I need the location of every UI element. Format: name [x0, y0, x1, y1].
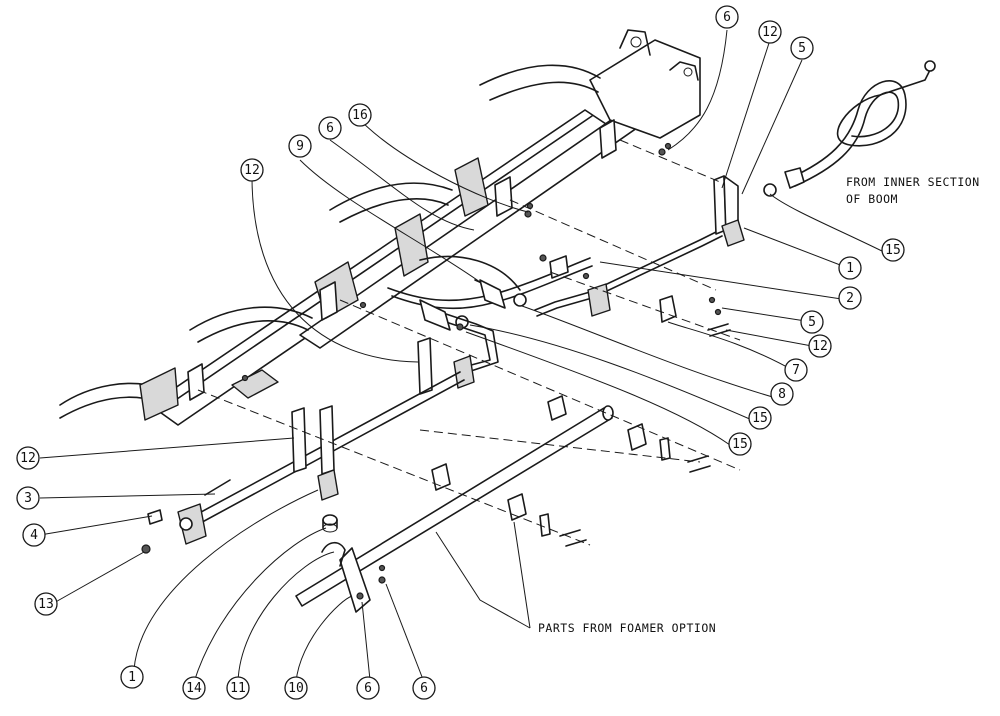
callout-label: 12 [244, 163, 260, 178]
callout-label: 2 [846, 291, 854, 306]
hardware [141, 142, 731, 554]
callout-circle [284, 676, 308, 700]
spray-lines [177, 175, 745, 545]
callout-circle [412, 676, 436, 700]
callout-15: 15 [748, 406, 772, 430]
callout-label: 10 [288, 681, 304, 696]
callout-label: 15 [752, 411, 768, 426]
callout-label: 6 [420, 681, 428, 696]
callout-circle [22, 523, 46, 547]
callout-circle [838, 256, 862, 280]
callout-13: 13 [34, 592, 58, 616]
callout-circle [182, 676, 206, 700]
callout-label: 12 [762, 25, 778, 40]
callout-1: 1 [838, 256, 862, 280]
callout-label: 4 [30, 528, 38, 543]
callout-14: 14 [182, 676, 206, 700]
callout-3: 3 [16, 486, 40, 510]
callout-circle [758, 20, 782, 44]
callout-label: 15 [732, 437, 748, 452]
callout-circle [16, 486, 40, 510]
callout-12: 12 [16, 446, 40, 470]
callout-circle [715, 5, 739, 29]
callout-label: 13 [38, 597, 54, 612]
callout-circle [348, 103, 372, 127]
callout-label: 5 [808, 315, 816, 330]
callout-12: 12 [808, 334, 832, 358]
callout-16: 16 [348, 103, 372, 127]
callout-label: 1 [846, 261, 854, 276]
callout-label: 8 [778, 387, 786, 402]
callout-circle [784, 358, 808, 382]
callout-2: 2 [838, 286, 862, 310]
callout-circle [318, 116, 342, 140]
callout-label: 9 [296, 139, 304, 154]
leader-lines [39, 29, 891, 683]
callout-circle [226, 676, 250, 700]
callout-label: 11 [230, 681, 246, 696]
callout-circle [770, 382, 794, 406]
callout-label: 1 [128, 670, 136, 685]
callout-11: 11 [226, 676, 250, 700]
callout-circle [240, 158, 264, 182]
callout-7: 7 [784, 358, 808, 382]
callout-label: 16 [352, 108, 368, 123]
callout-12: 12 [240, 158, 264, 182]
callout-5: 5 [790, 36, 814, 60]
callout-1: 1 [120, 665, 144, 689]
callout-9: 9 [288, 134, 312, 158]
callout-circle [34, 592, 58, 616]
notes: FROM INNER SECTION OF BOOM PARTS FROM FO… [538, 175, 980, 635]
callout-label: 6 [326, 121, 334, 136]
callout-circle [120, 665, 144, 689]
callout-circle [16, 446, 40, 470]
callout-6: 6 [318, 116, 342, 140]
note-inner-section-line2: OF BOOM [846, 192, 898, 206]
callout-label: 7 [792, 363, 800, 378]
callout-circle [728, 432, 752, 456]
callout-circle [288, 134, 312, 158]
note-foamer-option: PARTS FROM FOAMER OPTION [538, 621, 716, 635]
foamer-parts [295, 395, 711, 613]
callout-circle [881, 238, 905, 262]
callout-label: 5 [798, 41, 806, 56]
callout-label: 6 [364, 681, 372, 696]
note-inner-section-line1: FROM INNER SECTION [846, 175, 980, 189]
callout-5: 5 [800, 310, 824, 334]
callout-10: 10 [284, 676, 308, 700]
callout-6: 6 [356, 676, 380, 700]
callout-circle [800, 310, 824, 334]
callout-4: 4 [22, 523, 46, 547]
callout-8: 8 [770, 382, 794, 406]
callout-12: 12 [758, 20, 782, 44]
callout-6: 6 [715, 5, 739, 29]
callout-circle [356, 676, 380, 700]
callout-label: 14 [186, 681, 202, 696]
callout-circle [790, 36, 814, 60]
callout-label: 6 [723, 10, 731, 25]
callout-label: 12 [20, 451, 36, 466]
callout-circle [838, 286, 862, 310]
assembly-dashes [197, 139, 741, 546]
callout-label: 12 [812, 339, 828, 354]
callout-6: 6 [412, 676, 436, 700]
inner-hose [763, 60, 936, 197]
callout-circle [808, 334, 832, 358]
callout-15: 15 [881, 238, 905, 262]
boom-frame [59, 29, 701, 426]
callout-15: 15 [728, 432, 752, 456]
callout-label: 15 [885, 243, 901, 258]
callout-label: 3 [24, 491, 32, 506]
callout-circle [748, 406, 772, 430]
